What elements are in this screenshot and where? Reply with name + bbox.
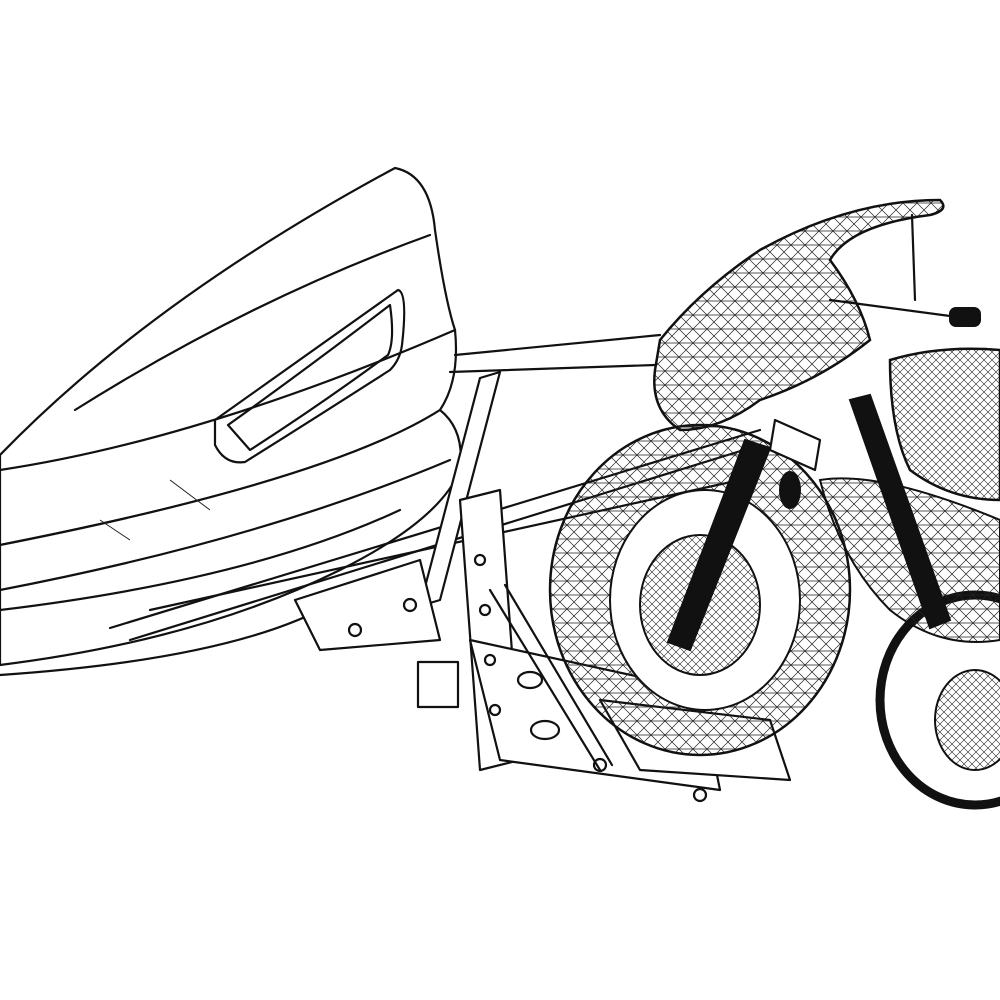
support-brace (488, 588, 602, 772)
front-fork (666, 438, 772, 652)
bumper-line-1 (0, 458, 452, 592)
car-rear (0, 166, 462, 677)
handlebar-grip (949, 307, 981, 327)
hitch-block (416, 660, 460, 709)
frame-tube (848, 393, 952, 630)
bumper-line-3 (0, 608, 322, 677)
trunk-lid-line (73, 233, 432, 412)
bumper-line-2 (0, 508, 402, 612)
support-brace-2 (503, 583, 614, 767)
trunk-lower-line (0, 328, 457, 472)
bumper-detail (99, 479, 211, 541)
strap-1b (448, 363, 657, 374)
license-plate-inner (226, 303, 394, 452)
loading-ramp-arm (418, 370, 502, 608)
strap-1 (453, 333, 662, 357)
rear-hub (934, 669, 1000, 771)
strap-hook (779, 471, 801, 509)
fuel-tank (888, 347, 1000, 502)
motorcycle (548, 198, 1000, 810)
fork-clamp (768, 418, 822, 472)
hitch-receiver (293, 558, 442, 652)
bolt-holes (347, 553, 708, 803)
mirror-stalk (910, 213, 917, 302)
front-fairing (653, 198, 945, 432)
license-plate-recess (213, 288, 406, 464)
